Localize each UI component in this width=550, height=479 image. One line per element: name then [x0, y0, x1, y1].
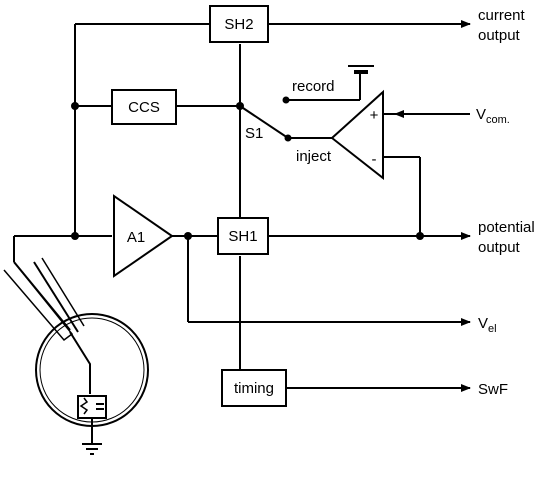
sh2-block: SH2	[209, 5, 269, 43]
swf-label: SwF	[478, 381, 508, 398]
opamp-minus-label: -	[372, 151, 377, 168]
junction-dots	[71, 96, 424, 240]
inject-contact-dot	[284, 134, 292, 142]
junction-dot	[184, 232, 192, 240]
sh1-label: SH1	[228, 228, 257, 245]
electrode-wire	[33, 261, 79, 333]
record-contact-dot	[282, 96, 290, 104]
a1-label: A1	[127, 229, 145, 246]
junction-dot	[71, 232, 79, 240]
wires	[13, 20, 471, 392]
opamp-plus-label: +	[370, 107, 379, 124]
switch-pivot-dot	[236, 102, 244, 110]
a1-amplifier: A1	[113, 194, 174, 278]
ccs-label: CCS	[128, 99, 160, 116]
sh2-label: SH2	[224, 16, 253, 33]
current-output-label-2: output	[478, 27, 521, 44]
timing-block: timing	[221, 369, 287, 407]
cell-electrode-illustration	[3, 257, 149, 455]
sh1-block: SH1	[217, 217, 269, 255]
s1-label: S1	[245, 125, 263, 142]
record-label: record	[292, 78, 335, 95]
junction-dot	[416, 232, 424, 240]
junction-dot	[71, 102, 79, 110]
pipette-body	[3, 261, 74, 342]
ccs-block: CCS	[111, 89, 177, 125]
potential-output-label-1: potential	[478, 219, 535, 236]
vel-label: Vel	[478, 315, 497, 335]
inject-label: inject	[296, 148, 332, 165]
opamp: + -	[330, 89, 384, 181]
timing-label: timing	[234, 380, 274, 397]
potential-output-label-2: output	[478, 239, 521, 256]
vcom-label: Vcom.	[476, 106, 510, 126]
current-output-label-1: current	[478, 7, 526, 24]
